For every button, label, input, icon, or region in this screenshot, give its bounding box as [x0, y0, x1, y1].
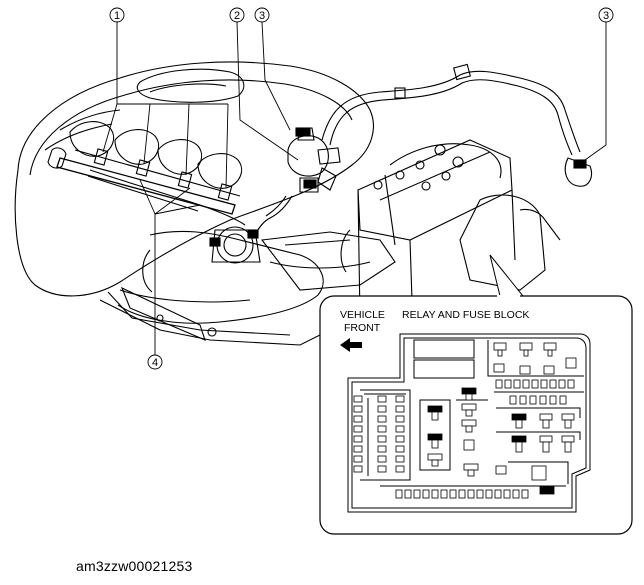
battery-and-block [340, 139, 561, 321]
engine-assembly [14, 61, 396, 346]
callout-3-right: 3 [598, 7, 614, 23]
callout-3-left: 3 [254, 7, 270, 23]
callout-2: 2 [229, 7, 245, 23]
fuse-block-outline [347, 333, 591, 513]
relay-fuse-block-panel: VEHICLE FRONT RELAY AND FUSE BLOCK [319, 254, 633, 535]
vehicle-front-label-line2: FRONT [344, 322, 381, 334]
callout-3-left-label: 3 [259, 10, 265, 22]
figure-id-caption: am3zzw00021253 [76, 558, 193, 574]
fuse-grid [353, 342, 577, 499]
relay-fuse-block-title: RELAY AND FUSE BLOCK [402, 309, 529, 321]
callout-4-label: 4 [152, 357, 158, 369]
callout-3-right-label: 3 [603, 10, 609, 22]
callout-4: 4 [147, 354, 163, 370]
callout-1-label: 1 [114, 10, 120, 22]
callout-2-label: 2 [234, 10, 240, 22]
vehicle-front-label-line1: VEHICLE [340, 309, 385, 321]
front-arrow-icon [340, 338, 362, 352]
purge-hose [321, 63, 593, 187]
callout-1: 1 [109, 7, 125, 23]
